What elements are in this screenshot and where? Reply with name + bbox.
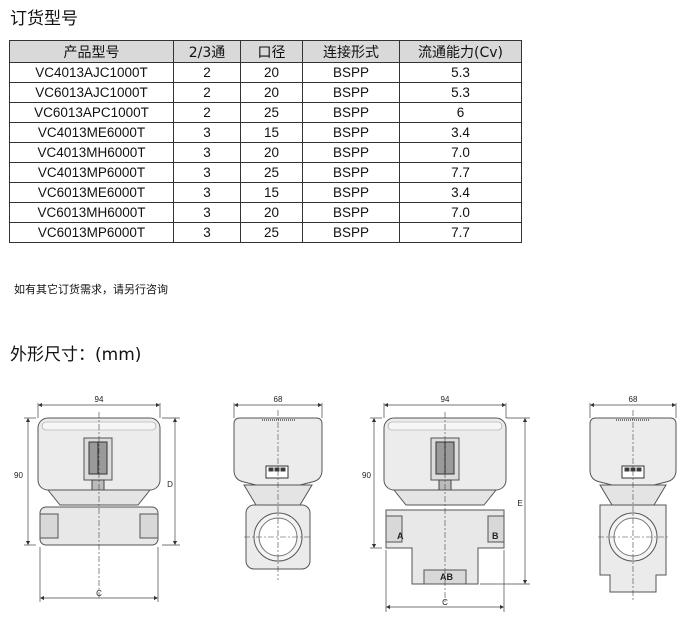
port-a-label: A bbox=[397, 531, 404, 541]
two-way-front-drawing bbox=[24, 402, 180, 602]
port-ab-label: AB bbox=[440, 572, 453, 582]
three-way-side-drawing bbox=[589, 402, 677, 600]
dim-68-label-2: 68 bbox=[629, 395, 638, 404]
cell-model: VC6013ME6000T bbox=[9, 182, 174, 203]
dim-94-label-1: 94 bbox=[95, 395, 104, 404]
order-note: 如有其它订货需求，请另行咨询 bbox=[14, 283, 168, 296]
dim-c-label-1: C bbox=[96, 589, 102, 598]
column-header-model: 产品型号 bbox=[9, 40, 174, 63]
dim-90-label-2: 90 bbox=[362, 471, 371, 480]
dim-94-label-2: 94 bbox=[441, 395, 450, 404]
table-header-row: 产品型号 2/3通 口径 连接形式 流通能力(Cv) bbox=[9, 40, 522, 63]
port-b-label: B bbox=[492, 531, 499, 541]
dim-d-label: D bbox=[167, 480, 173, 489]
dim-e-label: E bbox=[517, 499, 522, 508]
cell-model: VC6013MH6000T bbox=[9, 202, 174, 223]
cell-size: 20 bbox=[240, 142, 303, 163]
cell-model: VC6013MP6000T bbox=[9, 222, 174, 243]
order-models-heading: 订货型号 bbox=[10, 9, 78, 29]
dimensions-heading: 外形尺寸：(mm) bbox=[10, 345, 142, 365]
two-way-side-drawing bbox=[233, 402, 323, 580]
column-header-ways: 2/3通 bbox=[173, 40, 241, 63]
dim-90-label-1: 90 bbox=[14, 471, 23, 480]
cell-connection: BSPP bbox=[302, 122, 400, 143]
three-way-front-drawing bbox=[370, 402, 530, 612]
cell-connection: BSPP bbox=[302, 142, 400, 163]
cell-cv: 7.7 bbox=[399, 222, 522, 243]
cell-model: VC4013MH6000T bbox=[9, 142, 174, 163]
cell-size: 20 bbox=[240, 202, 303, 223]
dim-68-label-1: 68 bbox=[274, 395, 283, 404]
cell-size: 25 bbox=[240, 222, 303, 243]
cell-connection: BSPP bbox=[302, 162, 400, 183]
dim-c-label-2: C bbox=[442, 598, 448, 607]
cell-connection: BSPP bbox=[302, 222, 400, 243]
cell-model: VC4013AJC1000T bbox=[9, 62, 174, 83]
order-models-table: 产品型号 2/3通 口径 连接形式 流通能力(Cv) VC4013AJC1000… bbox=[9, 40, 522, 243]
cell-cv: 7.0 bbox=[399, 142, 522, 163]
cell-model: VC4013MP6000T bbox=[9, 162, 174, 183]
cell-model: VC4013ME6000T bbox=[9, 122, 174, 143]
column-header-cv: 流通能力(Cv) bbox=[399, 40, 522, 63]
